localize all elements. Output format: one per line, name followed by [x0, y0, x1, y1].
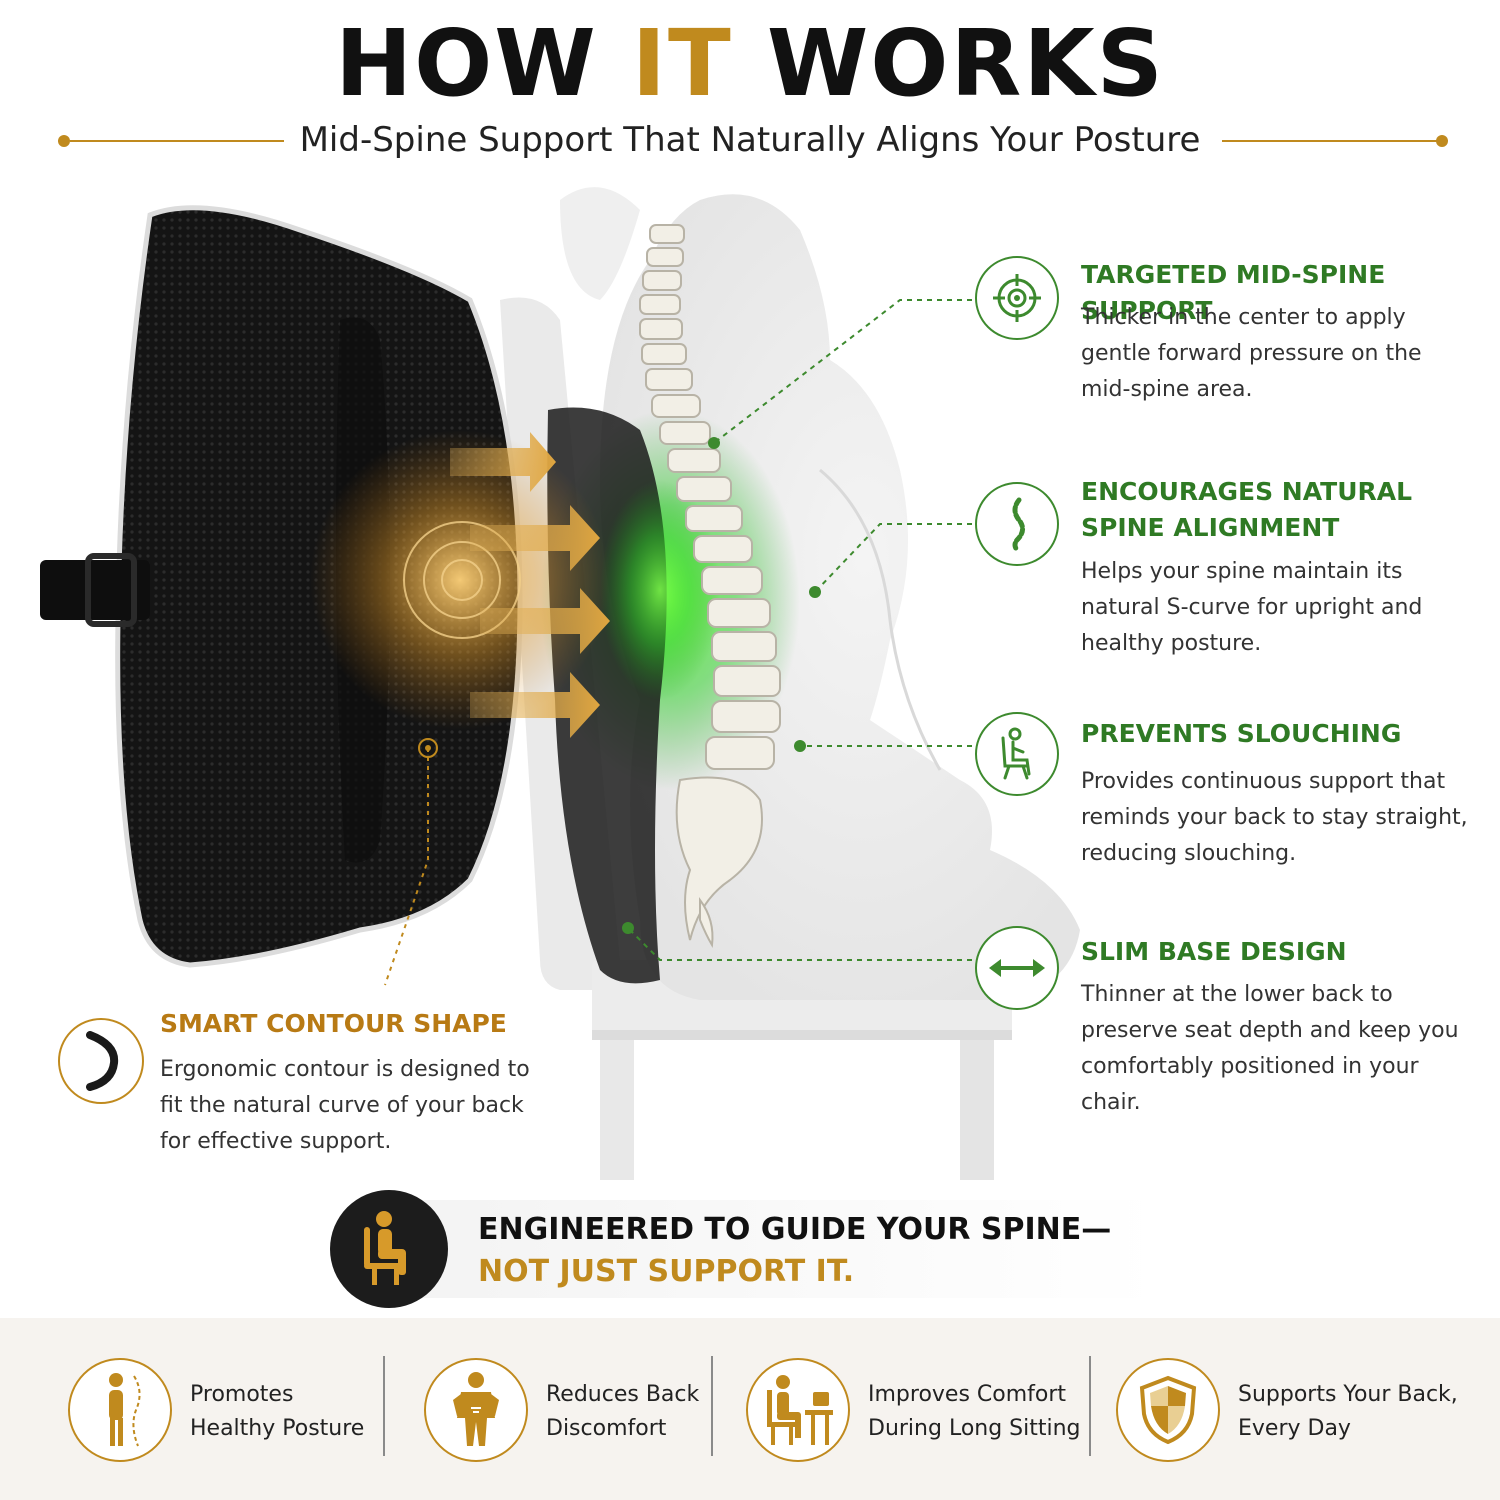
rule-dot-left [58, 135, 70, 147]
spine [639, 224, 781, 949]
left-feature-text: Ergonomic contour is designed to fit the… [160, 1057, 530, 1154]
seated-person-icon [330, 1190, 448, 1308]
feature-prevents-slouching: PREVENTS SLOUCHING Provides continuous s… [975, 712, 1475, 876]
rule-dot-right [1436, 135, 1448, 147]
subtitle: Mid-Spine Support That Naturally Aligns … [299, 120, 1201, 160]
feature-text: Thinner at the lower back to preserve se… [1081, 982, 1459, 1115]
rule-right [1222, 140, 1440, 142]
target-icon [975, 256, 1059, 340]
benefit-text: Supports Your Back,Every Day [1238, 1382, 1458, 1441]
subtitle-row: Mid-Spine Support That Naturally Aligns … [0, 118, 1500, 162]
feature-text: Helps your spine maintain its natural S-… [1081, 559, 1423, 656]
feature-title: SLIM BASE DESIGN [1081, 937, 1347, 966]
seated-person-icon [975, 712, 1059, 796]
back-pain-icon [424, 1358, 528, 1462]
feature-spine-alignment: ENCOURAGES NATURAL SPINE ALIGNMENT Helps… [975, 474, 1475, 664]
left-feature-title: SMART CONTOUR SHAPE [160, 1009, 507, 1038]
feature-title: TARGETED MID-SPINE SUPPORT [1081, 260, 1386, 325]
shield-icon [1116, 1358, 1220, 1462]
callout-line-2: NOT JUST SUPPORT IT. [478, 1254, 855, 1289]
divider [711, 1356, 713, 1456]
divider [1089, 1356, 1091, 1456]
callout-banner: ENGINEERED TO GUIDE YOUR SPINE— NOT JUST… [330, 1190, 1170, 1308]
divider [383, 1356, 385, 1456]
benefit-item: Supports Your Back,Every Day [1116, 1354, 1476, 1464]
connector-lines [627, 299, 972, 961]
spine-icon [975, 482, 1059, 566]
posture-icon [68, 1358, 172, 1462]
feature-title: ENCOURAGES NATURAL SPINE ALIGNMENT [1081, 477, 1413, 542]
page-title: HOW IT WORKS [0, 18, 1500, 110]
feature-targeted-support: TARGETED MID-SPINE SUPPORT Thicker in th… [975, 256, 1475, 406]
title-part-3: WORKS [732, 10, 1165, 117]
pressure-rings [403, 521, 521, 639]
feature-text: Thicker in the center to apply gentle fo… [1081, 305, 1422, 402]
feature-title: PREVENTS SLOUCHING [1081, 719, 1402, 748]
title-part-1: HOW [335, 10, 632, 117]
product-illustration [40, 187, 1080, 1180]
rule-left [70, 140, 284, 142]
desk-worker-icon [746, 1358, 850, 1462]
contour-curve-icon [58, 1018, 144, 1104]
title-part-2: IT [631, 10, 733, 117]
feature-slim-base: SLIM BASE DESIGN Thinner at the lower ba… [975, 926, 1475, 1124]
pressure-arrows [450, 432, 610, 738]
callout-line-1: ENGINEERED TO GUIDE YOUR SPINE— [478, 1212, 1112, 1247]
pressure-glow [310, 430, 610, 730]
callout-background [390, 1200, 1160, 1298]
contour-connector [384, 748, 429, 986]
connector-dots [622, 437, 821, 934]
double-arrow-icon [975, 926, 1059, 1010]
feature-text: Provides continuous support that reminds… [1081, 769, 1468, 866]
